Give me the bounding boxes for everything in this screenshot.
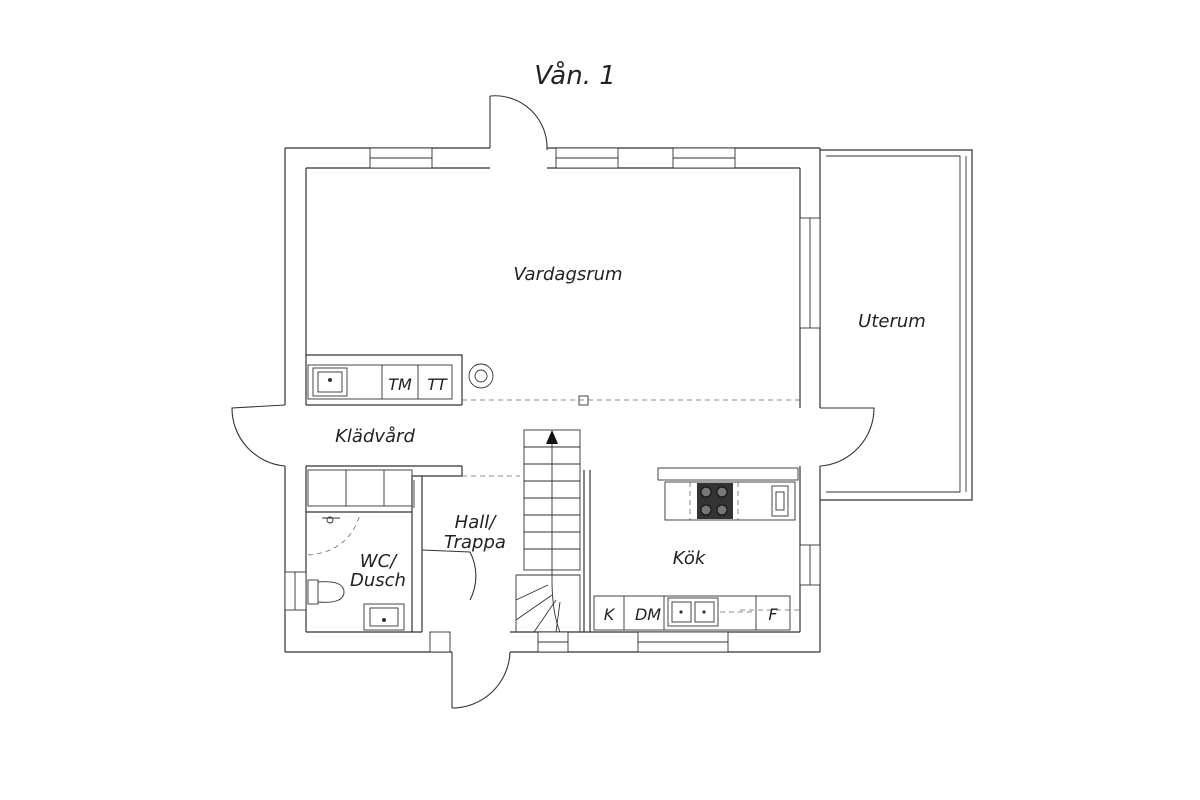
room-label-vardagsrum: Vardagsrum — [513, 264, 622, 285]
room-label-kok: Kök — [673, 548, 707, 569]
uterum-walls — [820, 149, 973, 501]
dashed-lines — [462, 395, 800, 611]
washbasin-icon — [382, 618, 386, 622]
room-label-trappa: Trappa — [444, 532, 506, 553]
appliance-tm: TM — [388, 375, 412, 394]
room-label-dusch: Dusch — [350, 570, 406, 591]
room-label-kladvard: Klädvård — [335, 426, 415, 447]
toilet-icon — [317, 581, 345, 603]
appliance-tt: TT — [427, 375, 448, 394]
room-label-hall: Hall/ — [455, 512, 498, 533]
wc-fixtures — [307, 514, 405, 631]
appliance-f: F — [768, 605, 778, 624]
room-label-uterum: Uterum — [858, 311, 926, 332]
laundry-counter — [307, 363, 494, 400]
shower-head-icon — [326, 516, 334, 524]
stairs — [515, 429, 581, 633]
windows — [284, 147, 821, 653]
room-label-wc: WC/ — [360, 551, 398, 572]
interior-walls — [306, 354, 591, 632]
kitchen-sink-icon — [667, 597, 719, 627]
appliance-dm: DM — [635, 605, 661, 624]
wardrobes — [307, 469, 415, 508]
kitchen-fixtures — [593, 467, 799, 631]
floor-title: Vån. 1 — [534, 60, 616, 91]
doors — [231, 95, 875, 709]
vent-icon — [468, 363, 494, 389]
appliance-k: K — [604, 605, 616, 624]
island-sink-icon — [771, 485, 789, 517]
laundry-sink-drain-icon — [328, 378, 332, 382]
stairs-up-arrow-icon — [546, 430, 558, 444]
